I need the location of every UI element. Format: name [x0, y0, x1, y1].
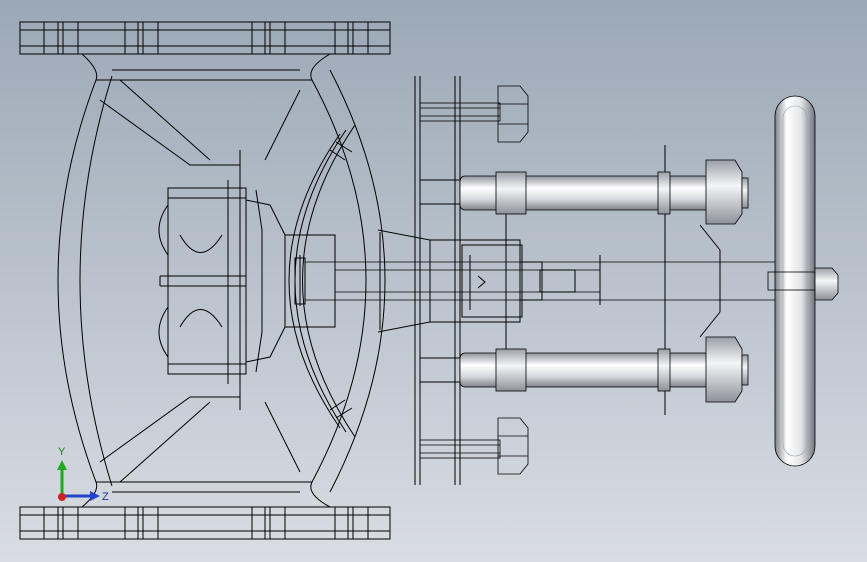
coordinate-triad: Y Z: [57, 446, 109, 503]
shaded-guide-rod-lower[interactable]: [419, 336, 749, 403]
hand-wheel-nut[interactable]: [814, 267, 839, 301]
shaded-guide-rod-upper[interactable]: [419, 159, 749, 225]
z-axis-label: Z: [102, 491, 109, 503]
hand-wheel[interactable]: [767, 95, 819, 467]
origin-dot: [58, 493, 66, 501]
y-axis-label: Y: [58, 446, 66, 458]
stud-bolt-lower[interactable]: [419, 417, 529, 475]
stud-bolt-upper[interactable]: [419, 85, 529, 143]
